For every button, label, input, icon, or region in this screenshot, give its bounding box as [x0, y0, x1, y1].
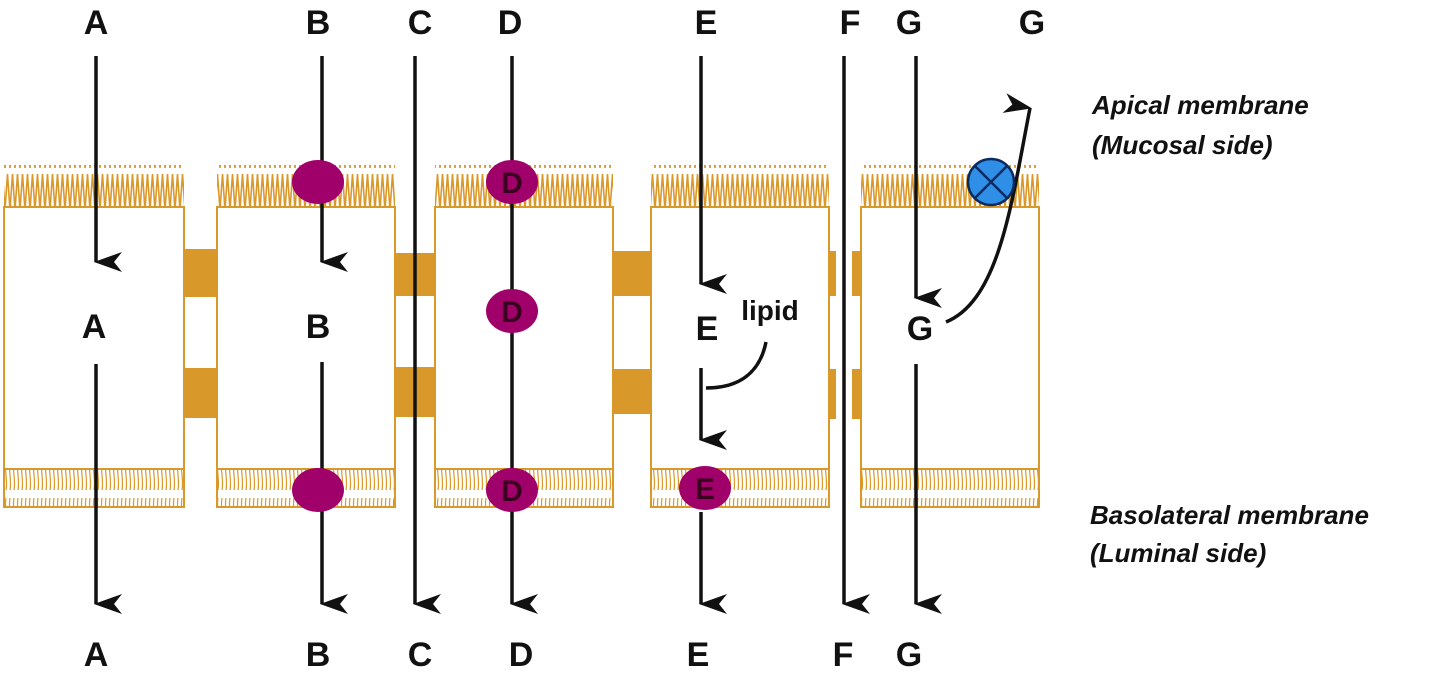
tight-junction [613, 369, 651, 414]
carrier-d-cytosol [486, 289, 538, 333]
tight-junction [852, 369, 861, 419]
luminal-side-label: (Luminal side) [1090, 538, 1266, 568]
tight-junction [852, 251, 861, 296]
epithelial-cell-1 [3, 165, 185, 508]
epithelial-cell-3 [434, 165, 614, 508]
basolateral-membrane [3, 468, 185, 508]
carrier-label-d-cytosol: D [501, 296, 523, 329]
basolateral-membrane-label: Basolateral membrane [1090, 500, 1369, 530]
label-bottom-d: D [509, 636, 534, 673]
label-top-d: D [498, 4, 523, 42]
epithelial-cell-4 [650, 165, 830, 508]
apical-microvilli [4, 165, 184, 207]
carrier-label-d-basolateral: D [501, 475, 523, 508]
flux-arrows [94, 56, 1032, 614]
tight-junction [829, 251, 836, 296]
label-bottom-f: F [833, 636, 854, 673]
carrier-label-d-apical: D [501, 167, 523, 200]
mucosal-side-label: (Mucosal side) [1092, 130, 1273, 160]
lipid-label: lipid [741, 295, 799, 326]
label-top-g-efflux: G [1019, 4, 1045, 42]
carrier-b-apical [292, 160, 344, 204]
efflux-pump-icon [966, 157, 1016, 207]
label-mid-e: E [696, 310, 719, 348]
label-top-b: B [306, 4, 331, 42]
label-top-f: F [840, 4, 861, 42]
label-mid-b: B [306, 308, 331, 346]
carrier-d-apical [486, 160, 538, 204]
arrow-g-efflux [945, 93, 1032, 324]
label-mid-g: G [907, 310, 933, 348]
lipid-pointer [705, 341, 768, 390]
carrier-d-basolateral [486, 468, 538, 512]
label-top-e: E [695, 4, 718, 42]
label-bottom-e: E [687, 636, 710, 673]
carrier-b-basolateral [292, 468, 344, 512]
label-bottom-b: B [306, 636, 331, 673]
label-bottom-a: A [84, 636, 109, 673]
label-bottom-g: G [896, 636, 922, 673]
tight-junction [829, 369, 836, 419]
apical-membrane-label: Apical membrane [1091, 90, 1309, 120]
carrier-e-basolateral [679, 466, 731, 510]
carriers [292, 160, 731, 512]
carrier-label-e-basolateral: E [695, 473, 715, 506]
epithelial-cell-5 [860, 165, 1040, 508]
label-mid-a: A [82, 308, 107, 346]
tight-junction [613, 251, 651, 296]
label-top-a: A [84, 4, 109, 42]
label-top-c: C [408, 4, 433, 42]
tight-junctions [184, 249, 861, 419]
tight-junction [184, 368, 217, 418]
label-bottom-c: C [408, 636, 433, 673]
label-top-g: G [896, 4, 922, 42]
tight-junction [184, 249, 217, 297]
